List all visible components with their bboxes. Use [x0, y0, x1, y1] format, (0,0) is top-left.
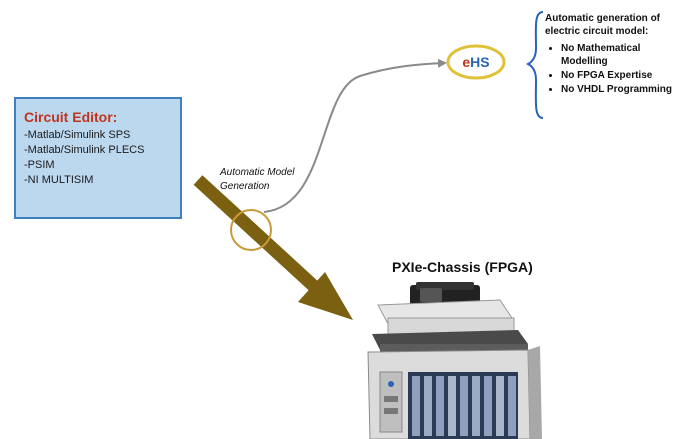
list-item: -Matlab/Simulink SPS [24, 129, 131, 141]
features-heading: Automatic generation of electric circuit… [545, 12, 681, 38]
chassis-title: PXIe-Chassis (FPGA) [392, 259, 533, 275]
ehs-rest: HS [470, 54, 490, 70]
heading-line: Automatic generation of [545, 13, 661, 24]
label-line: Automatic Model [220, 167, 295, 178]
ehs-label: eHS [448, 47, 504, 77]
ehs-ring [446, 44, 506, 80]
circuit-editor-list: -Matlab/Simulink SPS -Matlab/Simulink PL… [24, 128, 180, 188]
list-item: -Matlab/Simulink PLECS [24, 144, 145, 156]
heading-line: electric circuit model: [545, 26, 649, 37]
main-arrow [193, 175, 353, 320]
features-brace [525, 11, 544, 119]
generation-ring [230, 209, 272, 251]
list-item: No FPGA Expertise [561, 69, 681, 82]
list-item: -PSIM [24, 159, 55, 171]
label-line: Generation [220, 181, 270, 192]
pxie-chassis-image [367, 282, 542, 439]
features-panel: Automatic generation of electric circuit… [545, 12, 681, 97]
features-list: No Mathematical Modelling No FPGA Expert… [545, 42, 681, 96]
ehs-prefix: e [462, 54, 471, 70]
automatic-model-generation-label: Automatic Model Generation [220, 166, 340, 194]
list-item: -NI MULTISIM [24, 174, 94, 186]
list-item: No Mathematical Modelling [561, 42, 681, 68]
circuit-editor-title: Circuit Editor: [24, 109, 118, 125]
list-item: No VHDL Programming [561, 83, 681, 96]
circuit-editor-box: Circuit Editor: -Matlab/Simulink SPS -Ma… [14, 97, 182, 219]
model-generation-curve [263, 58, 447, 213]
